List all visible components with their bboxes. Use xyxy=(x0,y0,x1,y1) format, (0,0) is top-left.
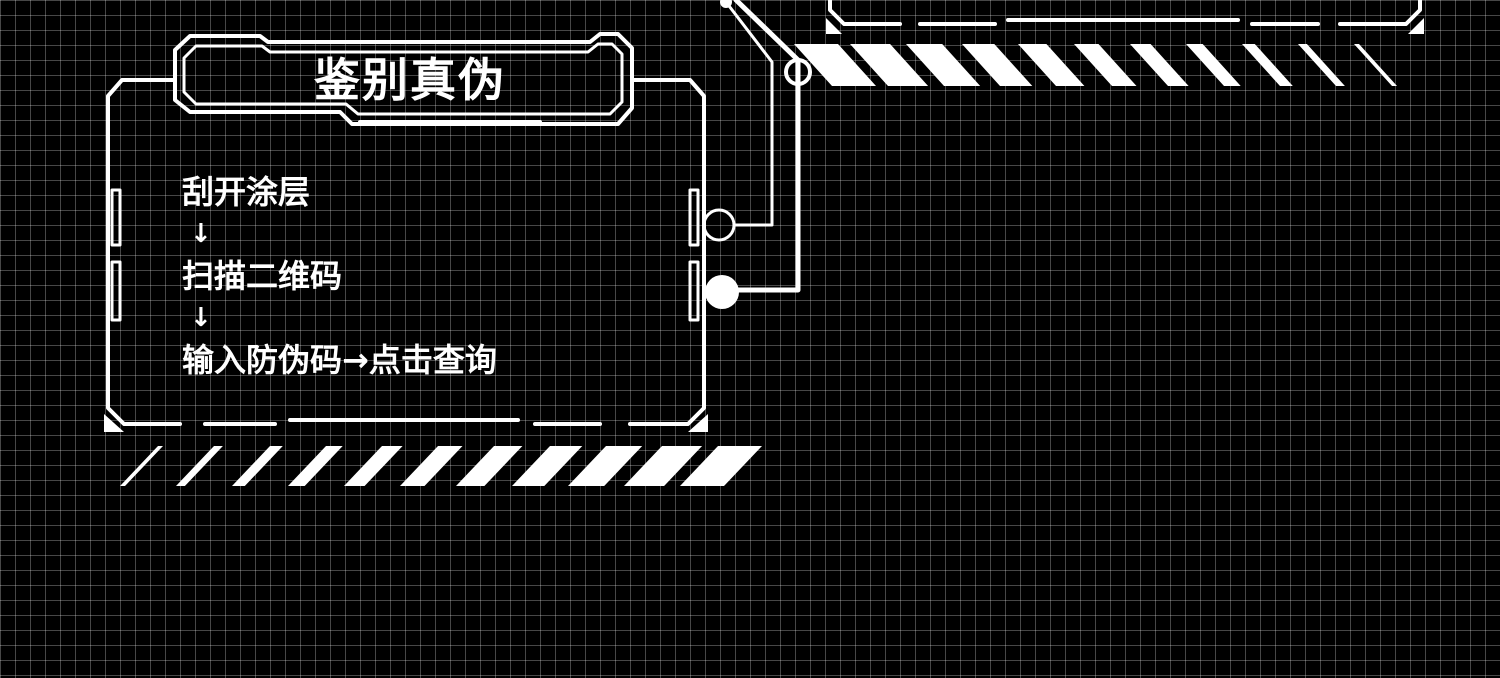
hazard-stripe xyxy=(400,446,463,486)
hazard-stripe xyxy=(850,44,929,86)
down-arrow-icon: ↓ xyxy=(190,219,212,249)
secondary-corner-br xyxy=(1408,18,1424,34)
connector-line-upper xyxy=(724,0,774,227)
connector-node-top xyxy=(784,58,812,86)
hazard-stripe xyxy=(962,44,1033,86)
hazard-stripe xyxy=(624,446,703,486)
left-bracket-upper xyxy=(110,188,122,247)
hazard-stripe xyxy=(680,446,762,486)
panel-corner-br xyxy=(688,414,708,432)
hazard-stripe xyxy=(1242,44,1293,86)
hazard-stripe xyxy=(176,446,223,486)
hazard-stripe xyxy=(120,446,163,486)
hazard-stripe xyxy=(512,446,583,486)
step-scan-qr-code: 扫描二维码 xyxy=(182,257,343,295)
connector-line-lower xyxy=(721,0,801,293)
steps-list: 刮开涂层 ↓ 扫描二维码 ↓ 输入防伪码→点击查询 xyxy=(182,168,497,384)
hazard-stripe xyxy=(1074,44,1137,86)
hazard-stripe xyxy=(288,446,343,486)
hazard-stripe xyxy=(794,44,876,86)
hazard-stripe xyxy=(1354,44,1397,86)
hazard-stripe xyxy=(1298,44,1345,86)
hazard-stripe xyxy=(344,446,403,486)
down-arrow-icon: ↓ xyxy=(190,303,212,333)
panel-outer-frame xyxy=(106,78,706,426)
connector-node-mid xyxy=(702,208,736,242)
hazard-stripe xyxy=(456,446,523,486)
connector-node-small xyxy=(720,0,732,8)
hazard-stripe xyxy=(232,446,283,486)
hazard-stripes-secondary xyxy=(794,44,1397,86)
title-tab-inner xyxy=(182,42,624,116)
right-bracket-upper xyxy=(688,188,700,247)
secondary-corner-bl xyxy=(826,18,842,34)
hazard-stripes-main xyxy=(120,446,762,486)
panel-corner-bl xyxy=(104,414,124,432)
step-enter-code-query: 输入防伪码→点击查询 xyxy=(182,341,497,379)
hazard-stripe xyxy=(1018,44,1085,86)
hazard-stripe xyxy=(906,44,981,86)
hazard-stripe xyxy=(568,446,643,486)
left-bracket-lower xyxy=(110,260,122,322)
step-scratch-coating: 刮开涂层 xyxy=(182,173,311,211)
panel-title: 鉴别真伪 xyxy=(314,53,506,107)
hazard-stripe xyxy=(1130,44,1189,86)
connector-node-filled xyxy=(705,275,739,309)
right-bracket-lower xyxy=(688,260,700,322)
title-tab-outer xyxy=(173,32,634,126)
hazard-stripe xyxy=(1186,44,1241,86)
secondary-panel-frame xyxy=(828,0,1422,26)
